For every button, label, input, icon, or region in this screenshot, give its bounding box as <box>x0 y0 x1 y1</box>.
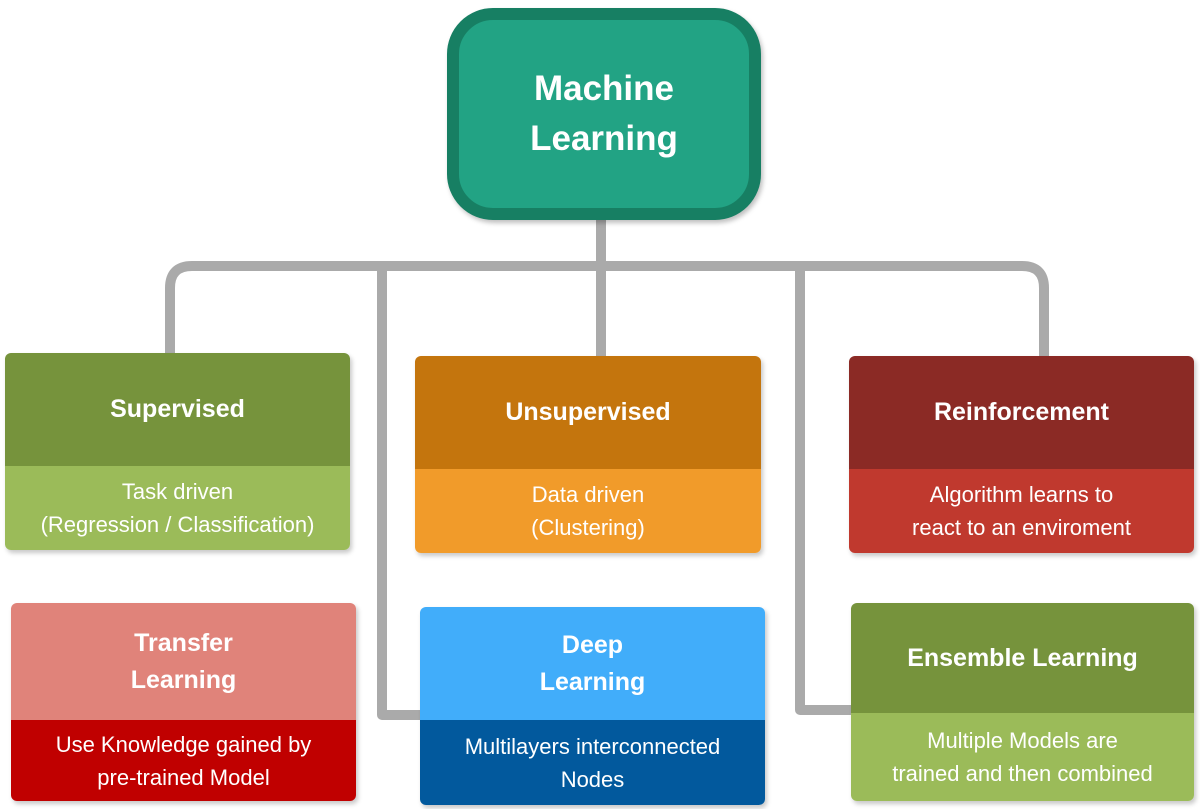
category-reinforcement-description: Algorithm learns to react to an envirome… <box>849 469 1194 553</box>
category-unsupervised-title: Unsupervised <box>415 356 761 469</box>
category-supervised-title: Supervised <box>5 353 350 466</box>
category-ensemble-learning-title: Ensemble Learning <box>851 603 1194 713</box>
category-ensemble-learning: Ensemble Learning Multiple Models are tr… <box>851 603 1194 801</box>
connector-ensemble <box>795 266 853 715</box>
category-deep-learning-description: Multilayers interconnected Nodes <box>420 720 765 805</box>
category-deep-learning: Deep Learning Multilayers interconnected… <box>420 607 765 805</box>
category-ensemble-learning-description: Multiple Models are trained and then com… <box>851 713 1194 801</box>
category-supervised-description: Task driven (Regression / Classification… <box>5 466 350 550</box>
root-node-machine-learning: Machine Learning <box>447 8 761 220</box>
connector-horizontal-bar <box>165 261 1049 358</box>
category-transfer-learning-title: Transfer Learning <box>11 603 356 720</box>
root-node-title: Machine Learning <box>530 69 678 158</box>
category-transfer-learning: Transfer Learning Use Knowledge gained b… <box>11 603 356 801</box>
category-reinforcement-title: Reinforcement <box>849 356 1194 469</box>
category-unsupervised-description: Data driven (Clustering) <box>415 469 761 553</box>
category-unsupervised: Unsupervised Data driven (Clustering) <box>415 356 761 553</box>
category-supervised: Supervised Task driven (Regression / Cla… <box>5 353 350 550</box>
category-reinforcement: Reinforcement Algorithm learns to react … <box>849 356 1194 553</box>
category-transfer-learning-description: Use Knowledge gained by pre-trained Mode… <box>11 720 356 801</box>
category-deep-learning-title: Deep Learning <box>420 607 765 720</box>
connector-transfer-deep <box>377 266 422 720</box>
